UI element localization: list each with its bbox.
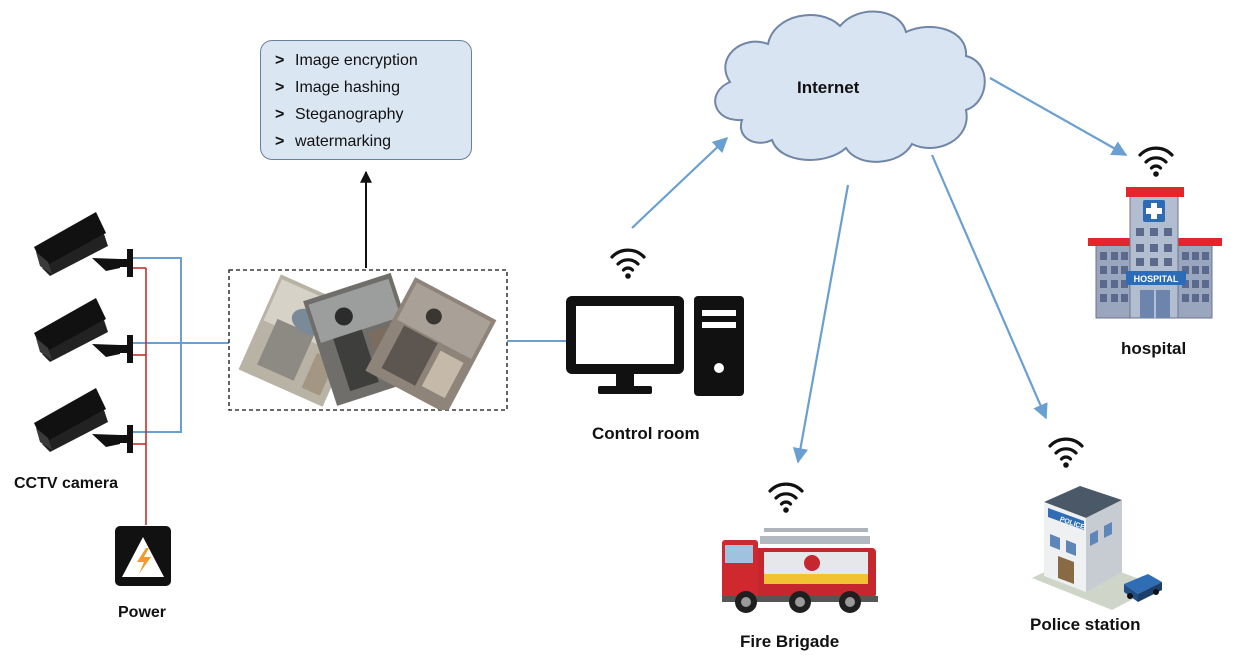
technique-item: > Image hashing [275, 74, 471, 101]
technique-label: Steganography [295, 106, 404, 123]
chevron-right-icon: > [275, 106, 285, 123]
technique-item: > Image encryption [275, 47, 471, 74]
cctv-camera-icon-1 [34, 212, 133, 277]
wifi-icon-fire [768, 482, 804, 513]
wifi-icon-control [610, 248, 646, 279]
cloud-icon [714, 10, 986, 163]
internet-to-fire-arrow [792, 184, 850, 464]
fire-truck-icon [722, 528, 878, 613]
technique-label: watermarking [295, 133, 392, 150]
cctv-camera-label: CCTV camera [14, 475, 119, 492]
power-label: Power [118, 604, 167, 621]
technique-item: > watermarking [275, 128, 471, 155]
hospital-building-icon: HOSPITAL [1088, 187, 1222, 319]
chevron-right-icon: > [275, 133, 285, 150]
technique-label: Image hashing [295, 79, 400, 96]
wifi-icon-police [1048, 437, 1084, 468]
fire-brigade-label: Fire Brigade [740, 632, 840, 651]
control-room-label: Control room [592, 424, 700, 443]
desktop-computer-icon [566, 296, 744, 396]
power-lightning-icon [115, 526, 171, 586]
captured-frames-box [228, 269, 508, 411]
cctv-camera-icon-2 [34, 298, 133, 363]
technique-item: > Steganography [275, 101, 471, 128]
hospital-label: hospital [1121, 339, 1187, 358]
control-to-internet-arrow [631, 136, 729, 229]
internet-to-hospital-arrow [989, 77, 1128, 156]
camera-link-1 [133, 257, 182, 433]
wifi-icon-hospital [1138, 146, 1174, 177]
captured-frame-3 [365, 277, 497, 410]
cctv-camera-icon-3 [34, 388, 133, 453]
techniques-box: > Image encryption > Image hashing > Stegan… [260, 40, 472, 160]
police-station-label: Police station [1030, 615, 1141, 634]
technique-label: Image encryption [295, 52, 418, 69]
internet-to-police-arrow [930, 154, 1048, 420]
police-station-icon: POLICE [1032, 486, 1162, 610]
chevron-right-icon: > [275, 52, 285, 69]
connections [133, 77, 1128, 525]
chevron-right-icon: > [275, 79, 285, 96]
hospital-sign-text: HOSPITAL [1134, 274, 1179, 284]
internet-label: Internet [797, 78, 860, 97]
